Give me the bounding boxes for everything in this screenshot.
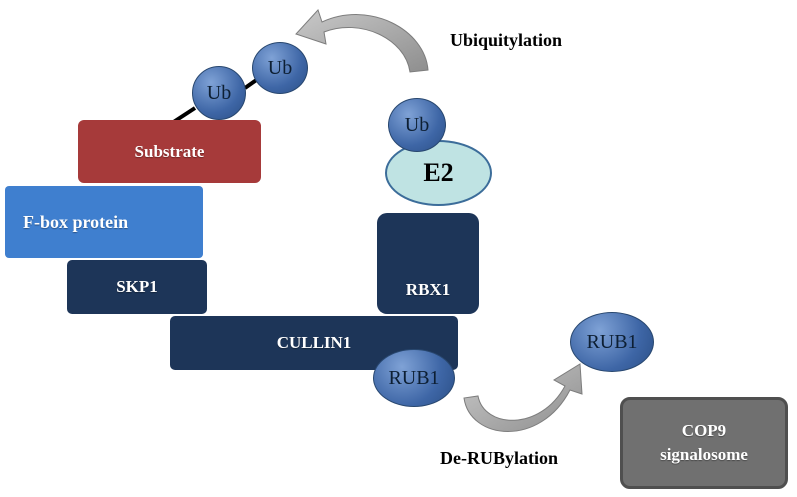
derubylation-arrow: [463, 363, 583, 432]
ub-e2-label: Ub: [404, 113, 430, 136]
ub-circle-left: Ub: [192, 66, 246, 120]
skp1-box: SKP1: [67, 260, 207, 314]
skp1-label: SKP1: [116, 277, 158, 296]
rub1-circle-cullin: RUB1: [373, 349, 455, 407]
fbox-protein-box: F-box protein: [5, 186, 203, 258]
fbox-protein-label: F-box protein: [23, 211, 129, 232]
rub1-circle-free: RUB1: [570, 312, 654, 372]
e2-ellipse: E2: [385, 140, 492, 206]
rbx1-label: RBX1: [405, 280, 451, 299]
ub-top-label: Ub: [267, 56, 293, 79]
rbx1-box: RBX1: [377, 213, 479, 314]
ub-circle-top: Ub: [252, 42, 308, 94]
ub-circle-e2: Ub: [388, 98, 446, 152]
ub-left-label: Ub: [206, 81, 232, 104]
cop9-label-line1: COP9: [681, 421, 727, 440]
derubylation-label: De-RUBylation: [440, 448, 558, 468]
substrate-box: Substrate: [78, 120, 261, 183]
ubiquitylation-label: Ubiquitylation: [450, 30, 563, 50]
rub1-free-label: RUB1: [586, 330, 638, 353]
substrate-label: Substrate: [134, 141, 205, 161]
e2-label: E2: [423, 158, 454, 187]
cullin1-label: CULLIN1: [276, 333, 352, 352]
cop9-label-line2: signalosome: [660, 445, 748, 464]
ubiquitylation-arrow: [295, 9, 429, 73]
cop9-signalosome-box: COP9 signalosome: [620, 397, 788, 489]
rub1-cullin-label: RUB1: [388, 366, 440, 389]
